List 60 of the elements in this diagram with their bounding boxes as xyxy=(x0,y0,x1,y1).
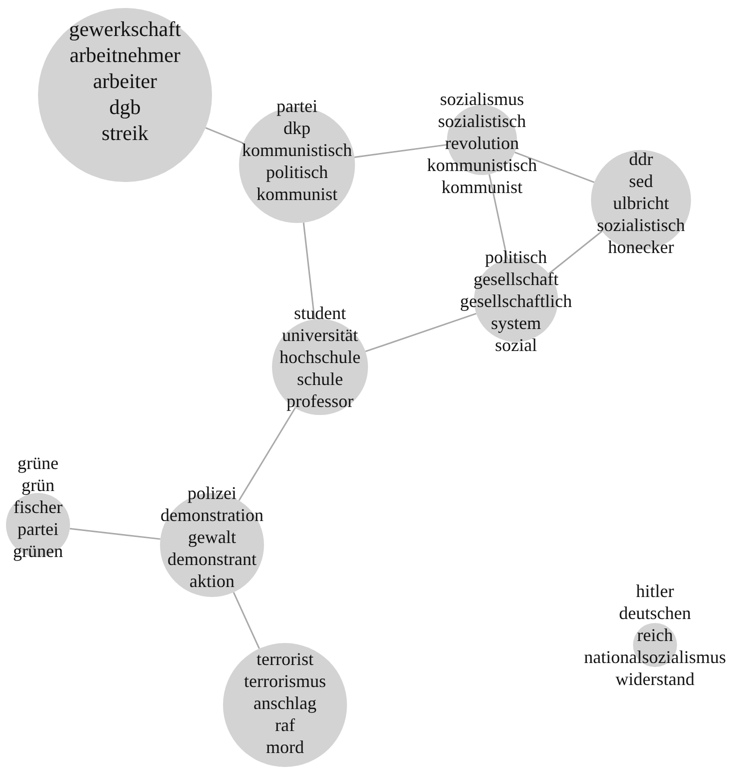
connector-line xyxy=(70,528,160,540)
topic-word: system xyxy=(490,312,542,334)
topic-word: gesellschaft xyxy=(472,268,560,290)
topic-word: sozialistisch xyxy=(596,214,686,236)
topic-word: deutschen xyxy=(618,602,692,624)
topic-word: ddr xyxy=(628,148,654,170)
topic-word: kommunist xyxy=(440,176,524,198)
topic-word: gesellschaftlich xyxy=(460,290,572,312)
topic-word: raf xyxy=(274,714,296,736)
topic-word: student xyxy=(293,302,347,324)
connector-line xyxy=(205,127,244,144)
topic-word: nationalsozialismus xyxy=(584,646,726,668)
topic-word: dgb xyxy=(108,94,142,120)
topic-word: gewalt xyxy=(187,526,237,548)
topic-word: schule xyxy=(296,368,344,390)
topic-word: terrorist xyxy=(256,648,314,670)
connector-line xyxy=(488,174,508,260)
topic-word: kommunistisch xyxy=(427,154,537,176)
topic-word: kommunistisch xyxy=(240,139,353,161)
topic-word: arbeitnehmer xyxy=(68,42,182,68)
topic-word: sed xyxy=(628,170,654,192)
topic-word: politisch xyxy=(484,246,548,268)
topic-word: hitler xyxy=(635,580,675,602)
topic-word: sozialismus xyxy=(439,88,525,110)
topic-word: aktion xyxy=(188,570,236,592)
topic-word: fischer xyxy=(12,496,64,518)
topic-word: sozial xyxy=(494,334,538,356)
connector-line xyxy=(354,144,448,158)
topic-word: politisch xyxy=(265,161,329,183)
topic-word: streik xyxy=(100,120,150,146)
topic-word: grünen xyxy=(12,540,64,562)
connector-line xyxy=(302,222,316,320)
topic-word: reich xyxy=(636,624,674,646)
topic-word: honecker xyxy=(607,236,675,258)
topic-word: terrorismus xyxy=(243,670,327,692)
topic-word: revolution xyxy=(444,132,520,154)
topic-word: gewerkschaft xyxy=(68,16,182,42)
topic-word: partei xyxy=(16,518,60,540)
topic-word: sozialistisch xyxy=(437,110,527,132)
topic-word: grün xyxy=(20,474,56,496)
topic-word: hochschule xyxy=(278,346,362,368)
connector-line xyxy=(514,152,594,184)
topic-word: demonstration xyxy=(160,504,264,526)
topic-word: kommunist xyxy=(255,183,338,205)
topic-word: grüne xyxy=(16,452,60,474)
topic-word: widerstand xyxy=(614,668,696,690)
topic-word: polizei xyxy=(186,482,238,504)
connector-line xyxy=(365,312,476,352)
connector-line xyxy=(548,230,602,274)
topic-word: anschlag xyxy=(252,692,318,714)
topic-word: partei xyxy=(276,95,318,117)
topic-word: universität xyxy=(281,324,359,346)
connector-line xyxy=(232,592,260,649)
topic-word: dkp xyxy=(282,117,312,139)
topic-word: ulbricht xyxy=(612,192,670,214)
topic-word: professor xyxy=(286,390,354,412)
topic-word: arbeiter xyxy=(92,68,158,94)
topic-word: demonstrant xyxy=(166,548,258,570)
connector-line xyxy=(238,408,296,501)
topic-word: mord xyxy=(265,736,305,758)
